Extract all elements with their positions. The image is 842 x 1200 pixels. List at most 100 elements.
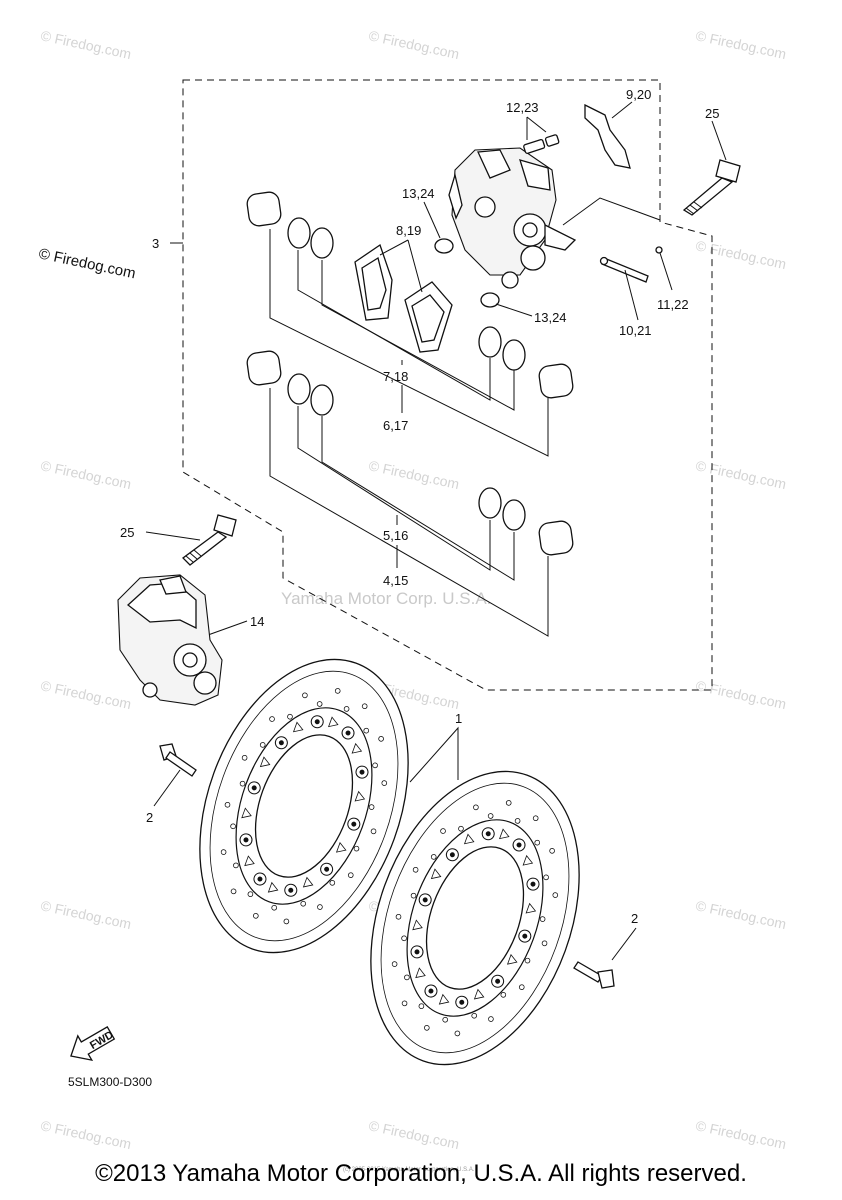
copyright-notice: ©2013 Yamaha Motor Corporation, U.S.A. A… [95, 1160, 747, 1187]
watermark-text: © Firedog.com [367, 457, 460, 492]
float-button-rivet [414, 949, 420, 955]
watermark-text: © Firedog.com [694, 457, 787, 492]
disc-slot [335, 841, 347, 853]
disc-hole [418, 1003, 425, 1009]
disc-hole [541, 940, 548, 947]
disc-hole [487, 813, 494, 819]
disc-hole [224, 801, 231, 808]
label-6-17: 6,17 [383, 418, 408, 433]
disc-hole [505, 800, 512, 806]
disc-hole [430, 854, 437, 860]
float-button-rivet [449, 852, 455, 858]
label-4-15: 4,15 [383, 573, 408, 588]
disc-hole [424, 1025, 430, 1031]
float-button-rivet [257, 876, 263, 882]
disc-hole [539, 916, 546, 922]
float-button-rivet [485, 831, 491, 837]
watermark-text: © Firedog.com [694, 27, 787, 62]
float-button-rivet [351, 821, 357, 827]
label-13-24-lower: 13,24 [534, 310, 567, 325]
diagram-code: 5SLM300-D300 [68, 1075, 152, 1089]
watermark-text: © Firedog.com [367, 27, 460, 62]
pistons-and-seals [246, 191, 574, 556]
disc-slot [430, 868, 442, 880]
disc-bolt-upper [159, 743, 197, 777]
disc-hole [329, 880, 336, 886]
disc-hole [302, 692, 308, 699]
label-5-16: 5,16 [383, 528, 408, 543]
disc-hole [230, 823, 236, 830]
watermark-text: © Firedog.com [39, 457, 132, 492]
watermark-text-dark: © Firedog.com [37, 245, 137, 282]
label-1: 1 [455, 711, 462, 726]
disc-slot [259, 756, 271, 768]
disc-hole [442, 1016, 449, 1023]
float-button-rivet [243, 837, 249, 843]
disc-hole [440, 828, 446, 834]
forward-arrow-icon: FWD [70, 1026, 116, 1062]
disc-hole [233, 862, 239, 869]
caliper-bolt-lower [182, 514, 237, 566]
float-button-rivet [359, 769, 365, 775]
disc-slot [354, 790, 366, 802]
disc-hole [534, 839, 541, 846]
brake-pads [354, 243, 453, 353]
disc-hole [404, 974, 410, 981]
disc-hole [287, 713, 293, 720]
label-8-19: 8,19 [396, 223, 421, 238]
caliper-bolt-upper [682, 159, 741, 216]
disc-hole [317, 904, 323, 910]
disc-hole [500, 992, 507, 998]
watermark-text: © Firedog.com [694, 1117, 787, 1152]
disc-hole [524, 957, 531, 964]
label-14: 14 [250, 614, 264, 629]
disc-hole [401, 1000, 408, 1007]
disc-hole [518, 984, 525, 990]
disc-slot [412, 919, 423, 931]
float-button-rivet [324, 866, 330, 872]
watermark-text: © Firedog.com [694, 237, 787, 272]
disc-hole [343, 706, 350, 712]
disc-slot [438, 993, 450, 1005]
float-button-rivet [314, 719, 320, 725]
disc-hole [363, 727, 370, 734]
watermark-text: © Firedog.com [694, 677, 787, 712]
disc-hole [458, 825, 464, 832]
disc-hole [552, 892, 559, 898]
float-button-rivet [345, 730, 351, 736]
fine-print: (c) 2005-2015 Yamaha Motor Corporation, … [343, 1167, 475, 1173]
disc-hole [271, 904, 278, 911]
watermark-text: © Firedog.com [39, 897, 132, 932]
disc-slot [328, 716, 339, 728]
center-watermark: Yamaha Motor Corp. U.S.A. [281, 589, 491, 608]
disc-hole [378, 736, 384, 742]
disc-slot [302, 876, 314, 888]
disc-hole [473, 804, 479, 811]
label-25-lower: 25 [120, 525, 134, 540]
watermark-text: © Firedog.com [39, 677, 132, 712]
disc-hole [514, 818, 521, 824]
float-button-rivet [251, 785, 257, 791]
disc-slot [244, 855, 255, 867]
disc-hole [401, 935, 407, 942]
disc-hole [230, 888, 237, 895]
disc-hole [370, 828, 377, 835]
pad-pin [599, 246, 663, 283]
disc-hole [395, 913, 402, 920]
watermark-text: © Firedog.com [39, 1117, 132, 1152]
caliper-assembly-boundary [182, 79, 713, 691]
disc-slot [499, 828, 510, 840]
disc-hole [471, 1012, 478, 1019]
disc-hole [381, 780, 388, 786]
disc-hole [269, 716, 275, 722]
disc-hole [410, 892, 417, 899]
disc-hole [334, 688, 341, 694]
label-13-24-upper: 13,24 [402, 186, 435, 201]
label-3: 3 [152, 236, 159, 251]
float-button-rivet [530, 881, 536, 887]
fwd-label: FWD [88, 1029, 116, 1052]
disc-slot [292, 721, 304, 733]
part-labels: 1 2 2 3 4,15 5,16 6,17 7,18 8,19 9,20 10… [120, 87, 719, 926]
disc-hole [368, 804, 375, 810]
float-button-rivet [522, 933, 528, 939]
